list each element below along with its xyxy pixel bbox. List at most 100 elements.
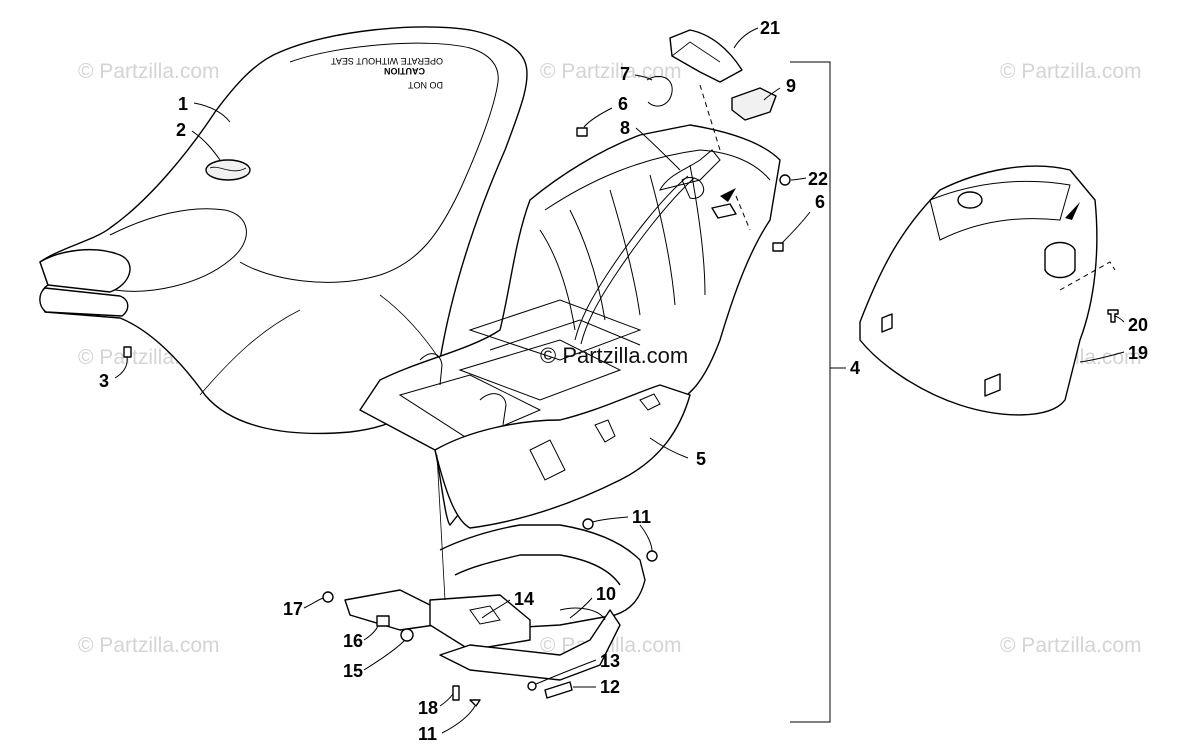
bumper-inner	[454, 554, 621, 586]
leader-9	[763, 87, 781, 101]
nut-22-shape	[779, 174, 791, 186]
callout-5: 5	[696, 449, 706, 469]
callout-2: 2	[176, 120, 186, 140]
leader-8	[635, 127, 681, 171]
leader-17	[303, 597, 324, 609]
leader-lines	[114, 27, 1125, 734]
nut-15	[400, 628, 414, 642]
watermark-center: © Partzilla.com	[540, 343, 688, 368]
side-panel-post-1	[957, 191, 983, 209]
arrow-marker-panel	[1065, 202, 1080, 220]
bumper-arm-left	[344, 589, 441, 631]
washer-13	[527, 681, 537, 691]
vent-2	[984, 373, 1001, 397]
base-tab-2	[639, 393, 661, 411]
seat-side-seam-2	[379, 294, 441, 361]
callout-16: 16	[343, 631, 363, 651]
callout-20: 20	[1128, 315, 1148, 335]
base-rib-4	[649, 174, 676, 306]
side-panel-top	[929, 180, 1071, 241]
leader-1	[193, 102, 231, 123]
bracket-slot	[469, 605, 501, 625]
callout-8: 8	[620, 118, 630, 138]
callout-numbers: 1 2 3 4 5 6 6 7 8 9 10 11 11 12 13 14 15…	[99, 18, 1148, 744]
dash-guide-panel	[1059, 261, 1116, 291]
callout-17: 17	[283, 599, 303, 619]
latch-bracket	[659, 149, 721, 191]
dash-guide-base	[735, 195, 751, 231]
leader-11b	[441, 705, 476, 734]
leader-18	[439, 693, 454, 707]
latch-cover	[669, 29, 743, 83]
callout-6-right: 6	[815, 192, 825, 212]
leader-14	[481, 599, 511, 619]
clip-6-top	[576, 127, 588, 137]
callout-10: 10	[596, 584, 616, 604]
fastener-3	[123, 346, 132, 358]
screw-20-shape	[1107, 309, 1119, 323]
leader-10	[569, 597, 593, 619]
caution-text: CAUTION	[384, 66, 425, 76]
callout-21: 21	[760, 18, 780, 38]
callout-7: 7	[620, 64, 630, 84]
callout-14: 14	[514, 589, 534, 609]
rivet-11-c	[469, 699, 481, 707]
callout-1: 1	[178, 94, 188, 114]
base-grid-3	[458, 339, 622, 401]
dash-guide-cover	[699, 84, 721, 151]
callout-15: 15	[343, 661, 363, 681]
leader-15	[363, 640, 405, 671]
side-panel	[859, 165, 1116, 416]
seat-tail-lower	[39, 287, 129, 317]
bumper-lower	[439, 609, 621, 681]
watermark-bottom-left: © Partzilla.com	[78, 634, 220, 657]
retaining-ring	[646, 76, 673, 107]
leader-3	[114, 356, 128, 379]
leader-11a-2	[639, 524, 653, 552]
side-panel-post-2	[1044, 241, 1076, 279]
bushing-16	[376, 615, 390, 627]
hook-1	[419, 353, 443, 386]
seat-base-front	[434, 384, 691, 529]
screw-20	[1107, 309, 1119, 323]
side-panel-outline	[859, 165, 1098, 416]
assembly-guide-line	[436, 454, 446, 601]
assembly-bracket-4	[790, 61, 831, 723]
seat-base-rim	[544, 149, 771, 211]
rivet-11-b	[646, 550, 658, 562]
bumper-assembly	[344, 524, 646, 681]
cover-21-edge	[671, 41, 721, 63]
base-grid-2	[489, 319, 641, 351]
base-rib-1	[539, 229, 576, 331]
callout-19: 19	[1128, 343, 1148, 363]
leader-22	[790, 177, 807, 181]
leader-2	[191, 130, 221, 161]
callout-18: 18	[418, 698, 438, 718]
watermark-bottom-right: © Partzilla.com	[1000, 634, 1142, 657]
base-grid-1	[468, 299, 642, 361]
base-tab	[594, 419, 616, 443]
leader-11a-1	[591, 516, 629, 523]
pin-18	[452, 685, 460, 701]
callout-11-bottom: 11	[418, 724, 437, 744]
caution-line-1: DO NOT	[407, 80, 443, 90]
leader-19	[1079, 351, 1125, 363]
base-rib-2	[569, 209, 606, 321]
base-rib-5	[689, 164, 706, 296]
latch-plate-9	[731, 87, 777, 121]
label-patch-detail	[209, 166, 247, 172]
mounting-bracket-14	[429, 594, 531, 651]
callout-22: 22	[808, 169, 828, 189]
hook-2	[479, 393, 507, 426]
release-cable	[574, 175, 689, 341]
latch-knob	[681, 177, 705, 199]
watermark-top-center: © Partzilla.com	[540, 60, 682, 83]
washer-17	[322, 591, 334, 603]
callout-6-top: 6	[618, 94, 628, 114]
seat-side-seam	[199, 309, 301, 396]
bolt-12	[544, 681, 573, 699]
rivet-11-a	[582, 518, 594, 530]
leader-13	[535, 659, 597, 685]
